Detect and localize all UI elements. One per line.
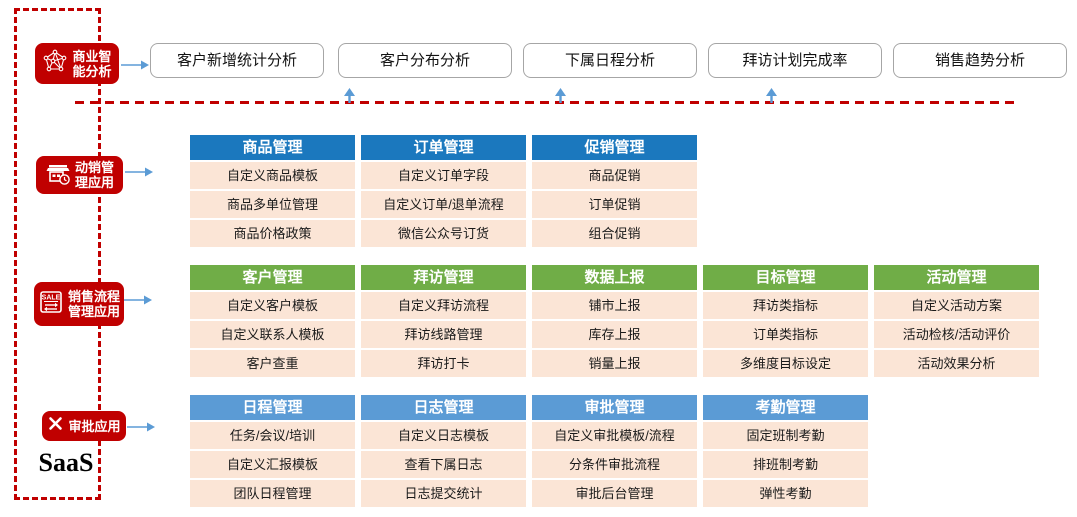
feature-cell: 自定义活动方案	[874, 292, 1039, 319]
feature-column: 商品管理自定义商品模板商品多单位管理商品价格政策	[190, 135, 355, 247]
badge-right-arrow	[121, 57, 149, 70]
feature-cell: 自定义商品模板	[190, 162, 355, 189]
feature-cell: 自定义汇报模板	[190, 451, 355, 478]
feature-cell: 任务/会议/培训	[190, 422, 355, 449]
badge-right-arrow	[127, 419, 155, 432]
feature-column: 促销管理商品促销订单促销组合促销	[532, 135, 697, 247]
feature-column: 日程管理任务/会议/培训自定义汇报模板团队日程管理	[190, 395, 355, 507]
feature-column: 拜访管理自定义拜访流程拜访线路管理拜访打卡	[361, 265, 526, 377]
bi-analysis-box: 拜访计划完成率	[708, 43, 882, 78]
dashline-up-arrow	[344, 88, 355, 103]
feature-cell: 自定义客户模板	[190, 292, 355, 319]
feature-cell: 库存上报	[532, 321, 697, 348]
category-badge-sales-process: SALE 销售流程 管理应用	[34, 282, 124, 326]
saas-platform-label: SaaS	[38, 448, 94, 477]
svg-text:SALE: SALE	[42, 294, 61, 301]
feature-column: 订单管理自定义订单字段自定义订单/退单流程微信公众号订货	[361, 135, 526, 247]
bi-analysis-box: 下属日程分析	[523, 43, 697, 78]
feature-cell: 多维度目标设定	[703, 350, 868, 377]
network-analysis-icon	[42, 48, 68, 79]
feature-cell: 审批后台管理	[532, 480, 697, 507]
feature-column: 数据上报铺市上报库存上报销量上报	[532, 265, 697, 377]
feature-cell: 商品价格政策	[190, 220, 355, 247]
feature-column-header: 订单管理	[361, 135, 526, 160]
feature-cell: 日志提交统计	[361, 480, 526, 507]
feature-cell: 活动效果分析	[874, 350, 1039, 377]
saas-dashed-frame	[14, 8, 101, 500]
feature-column-header: 审批管理	[532, 395, 697, 420]
category-badge-approval: 审批应用	[42, 411, 126, 441]
store-clock-icon	[45, 160, 71, 191]
feature-cell: 商品促销	[532, 162, 697, 189]
cross-tools-icon	[47, 415, 64, 437]
feature-cell: 拜访打卡	[361, 350, 526, 377]
feature-cell: 自定义拜访流程	[361, 292, 526, 319]
bi-analysis-box: 客户新增统计分析	[150, 43, 324, 78]
category-badge-label: 审批应用	[68, 418, 121, 434]
feature-column-header: 日程管理	[190, 395, 355, 420]
feature-cell: 订单类指标	[703, 321, 868, 348]
feature-cell: 商品多单位管理	[190, 191, 355, 218]
feature-cell: 组合促销	[532, 220, 697, 247]
badge-right-arrow	[125, 164, 153, 177]
feature-column: 目标管理拜访类指标订单类指标多维度目标设定	[703, 265, 868, 377]
feature-column: 客户管理自定义客户模板自定义联系人模板客户查重	[190, 265, 355, 377]
category-badge-label: 动销管 理应用	[74, 160, 114, 190]
feature-cell: 查看下属日志	[361, 451, 526, 478]
feature-cell: 自定义日志模板	[361, 422, 526, 449]
bi-analysis-box: 客户分布分析	[338, 43, 512, 78]
dashline-up-arrow	[766, 88, 777, 103]
feature-cell: 拜访类指标	[703, 292, 868, 319]
category-badge-sales-management: 动销管 理应用	[36, 156, 123, 194]
badge-right-arrow	[124, 292, 152, 305]
feature-column: 考勤管理固定班制考勤排班制考勤弹性考勤	[703, 395, 868, 507]
feature-column-header: 拜访管理	[361, 265, 526, 290]
feature-cell: 自定义审批模板/流程	[532, 422, 697, 449]
feature-cell: 微信公众号订货	[361, 220, 526, 247]
category-badge-bi: 商业智 能分析	[35, 43, 119, 84]
sale-tag-icon: SALE	[38, 289, 64, 320]
feature-cell: 团队日程管理	[190, 480, 355, 507]
feature-column-header: 商品管理	[190, 135, 355, 160]
feature-cell: 活动检核/活动评价	[874, 321, 1039, 348]
feature-cell: 客户查重	[190, 350, 355, 377]
feature-cell: 弹性考勤	[703, 480, 868, 507]
category-badge-label: 商业智 能分析	[72, 48, 112, 79]
feature-column-header: 活动管理	[874, 265, 1039, 290]
category-badge-label: 销售流程 管理应用	[68, 289, 121, 319]
feature-cell: 固定班制考勤	[703, 422, 868, 449]
feature-cell: 销量上报	[532, 350, 697, 377]
feature-cell: 拜访线路管理	[361, 321, 526, 348]
feature-cell: 自定义联系人模板	[190, 321, 355, 348]
feature-column: 活动管理自定义活动方案活动检核/活动评价活动效果分析	[874, 265, 1039, 377]
feature-column: 日志管理自定义日志模板查看下属日志日志提交统计	[361, 395, 526, 507]
feature-cell: 排班制考勤	[703, 451, 868, 478]
feature-column-header: 目标管理	[703, 265, 868, 290]
feature-column-header: 考勤管理	[703, 395, 868, 420]
bi-analysis-box: 销售趋势分析	[893, 43, 1067, 78]
feature-column-header: 日志管理	[361, 395, 526, 420]
feature-cell: 自定义订单字段	[361, 162, 526, 189]
bi-dashed-connector-line	[75, 101, 1017, 104]
feature-cell: 订单促销	[532, 191, 697, 218]
feature-cell: 铺市上报	[532, 292, 697, 319]
feature-column: 审批管理自定义审批模板/流程分条件审批流程审批后台管理	[532, 395, 697, 507]
feature-cell: 自定义订单/退单流程	[361, 191, 526, 218]
feature-column-header: 客户管理	[190, 265, 355, 290]
dashline-up-arrow	[555, 88, 566, 103]
feature-column-header: 促销管理	[532, 135, 697, 160]
feature-column-header: 数据上报	[532, 265, 697, 290]
feature-cell: 分条件审批流程	[532, 451, 697, 478]
